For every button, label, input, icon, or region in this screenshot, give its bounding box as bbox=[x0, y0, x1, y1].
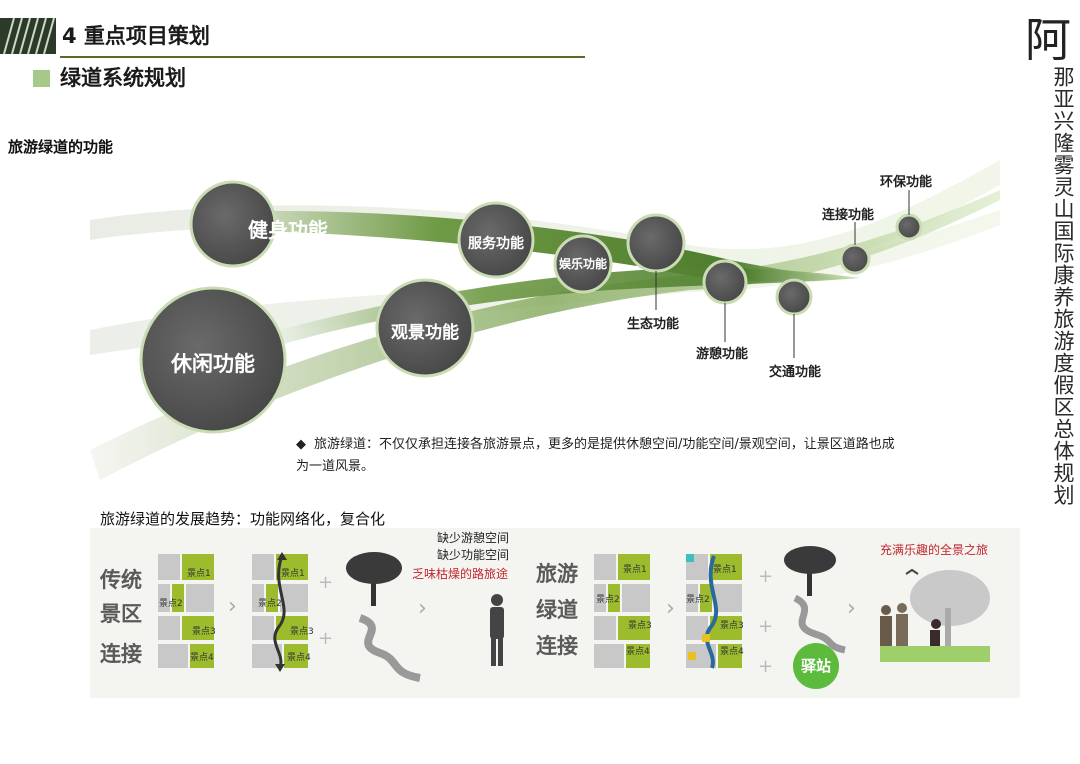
gw-spot4-label: 景点4 bbox=[626, 647, 650, 657]
rest-circle bbox=[702, 259, 748, 305]
plus-1: + bbox=[318, 572, 334, 593]
traffic-circle bbox=[775, 278, 813, 316]
gw-route-spot3-label: 景点3 bbox=[720, 621, 744, 631]
traditional-word-3: 连接 bbox=[100, 642, 142, 666]
page-subtitle: 绿道系统规划 bbox=[60, 66, 186, 90]
environment-circle bbox=[895, 213, 923, 241]
greenway-word-2: 绿道 bbox=[536, 598, 578, 622]
trad-spot2-label: 景点2 bbox=[159, 599, 183, 609]
service-circle bbox=[457, 201, 535, 279]
header-stripes-decoration bbox=[0, 18, 56, 54]
gw-route-spot1-label: 景点1 bbox=[713, 565, 737, 575]
tree-silhouette-2 bbox=[784, 546, 836, 596]
fitness-label: 健身功能 bbox=[248, 218, 328, 242]
winding-road-2 bbox=[793, 594, 846, 654]
gw-spot3-label: 景点3 bbox=[628, 621, 652, 631]
project-vertical-title: 那亚兴隆雾灵山国际康养旅游度假区总体规划 bbox=[1051, 66, 1075, 506]
ecology-circle bbox=[626, 213, 686, 273]
winding-road-1 bbox=[358, 614, 421, 682]
traditional-spot-grid bbox=[158, 554, 214, 668]
plus-2: + bbox=[318, 628, 334, 649]
station-circle bbox=[793, 643, 839, 689]
entertainment-circle bbox=[553, 234, 613, 294]
fun-journey-text: 充满乐趣的全景之旅 bbox=[880, 543, 989, 557]
plus-5: + bbox=[758, 656, 774, 677]
note-text: 旅游绿道：不仅仅承担连接各旅游景点，更多的是提供休憩空间/功能空间/景观空间，让… bbox=[296, 437, 895, 474]
ecology-label: 生态功能 bbox=[627, 317, 680, 332]
gw-spot1-label: 景点1 bbox=[623, 565, 647, 575]
traditional-route-grid bbox=[252, 552, 308, 672]
traffic-label: 交通功能 bbox=[769, 365, 822, 380]
leisure-circle bbox=[139, 286, 287, 434]
leisure-label: 休闲功能 bbox=[171, 352, 255, 376]
plus-3: + bbox=[758, 566, 774, 587]
dull-journey-text: 乏味枯燥的路旅途 bbox=[412, 567, 509, 581]
station-label: 驿站 bbox=[800, 657, 831, 675]
sightseeing-label: 观景功能 bbox=[391, 323, 459, 343]
environment-label: 环保功能 bbox=[880, 175, 933, 190]
greenway-spot-grid bbox=[594, 554, 650, 668]
arrow-2: › bbox=[418, 596, 427, 621]
subtitle-marker bbox=[33, 70, 50, 87]
greenway-word-1: 旅游 bbox=[536, 562, 578, 586]
family-scene-illustration bbox=[880, 568, 990, 662]
lack-function-space: 缺少功能空间 bbox=[437, 548, 510, 562]
fitness-circle bbox=[189, 180, 277, 268]
arrow-1: › bbox=[228, 594, 237, 619]
rest-label: 游憩功能 bbox=[696, 347, 749, 362]
gw-route-spot2-label: 景点2 bbox=[686, 595, 710, 605]
sightseeing-circle bbox=[375, 278, 475, 378]
note-bullet: ◆ bbox=[296, 437, 306, 452]
service-label: 服务功能 bbox=[468, 236, 524, 252]
connection-circle bbox=[839, 243, 871, 275]
trend-comparison-diagram bbox=[90, 528, 1020, 698]
greenway-function-diagram bbox=[90, 160, 1000, 480]
route-spot2-label: 景点2 bbox=[258, 599, 282, 609]
greenway-word-3: 连接 bbox=[536, 634, 578, 658]
person-silhouette bbox=[490, 594, 504, 666]
greenway-note: ◆旅游绿道：不仅仅承担连接各旅游景点，更多的是提供休憩空间/功能空间/景观空间，… bbox=[296, 434, 896, 478]
connection-label: 连接功能 bbox=[822, 208, 875, 223]
brand-logo: 阿 bbox=[1025, 13, 1071, 67]
plus-4: + bbox=[758, 616, 774, 637]
traditional-word-1: 传统 bbox=[100, 568, 142, 592]
lack-rest-space: 缺少游憩空间 bbox=[437, 531, 510, 545]
entertainment-label: 娱乐功能 bbox=[558, 257, 607, 271]
trend-title: 旅游绿道的发展趋势：功能网络化，复合化 bbox=[100, 510, 386, 528]
trad-spot4-label: 景点4 bbox=[190, 653, 214, 663]
gw-spot2-label: 景点2 bbox=[596, 595, 620, 605]
greenway-route-grid bbox=[686, 554, 742, 669]
header-divider bbox=[60, 56, 585, 58]
arrow-3: › bbox=[666, 596, 675, 621]
route-spot3-label: 景点3 bbox=[290, 627, 314, 637]
route-spot1-label: 景点1 bbox=[281, 569, 305, 579]
route-spot4-label: 景点4 bbox=[287, 653, 311, 663]
page-title: 4 重点项目策划 bbox=[62, 24, 210, 48]
section-title: 旅游绿道的功能 bbox=[8, 138, 114, 156]
tree-silhouette-1 bbox=[346, 552, 402, 606]
trad-spot1-label: 景点1 bbox=[187, 569, 211, 579]
traditional-word-2: 景区 bbox=[100, 602, 142, 626]
gw-route-spot4-label: 景点4 bbox=[720, 647, 744, 657]
arrow-4: › bbox=[847, 596, 856, 621]
trad-spot3-label: 景点3 bbox=[192, 627, 216, 637]
